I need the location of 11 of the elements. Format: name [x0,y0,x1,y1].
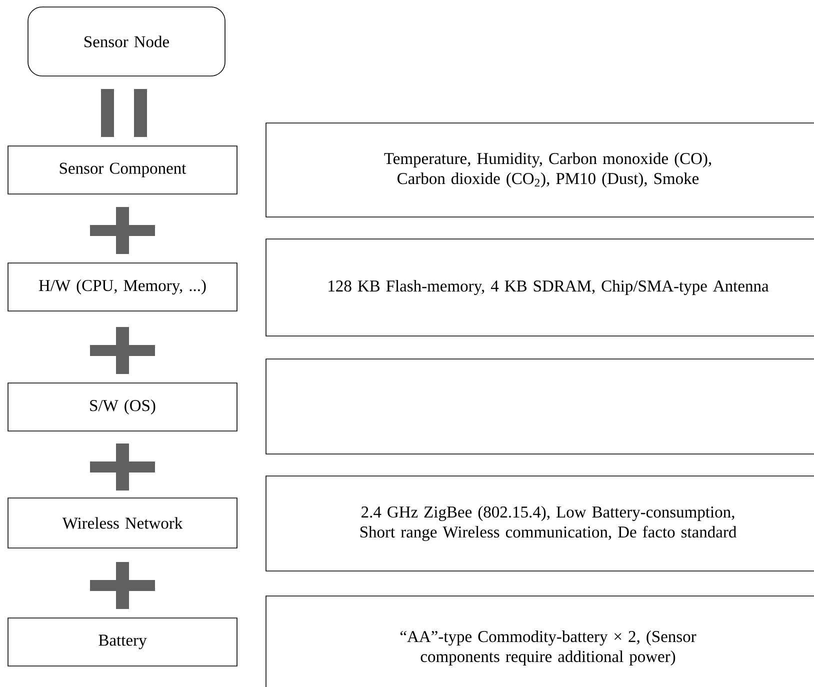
description-box: 128 KB Flash-memory, 4 KB SDRAM, Chip/SMA-type Antenna [266,238,814,336]
component-box: H/W (CPU, Memory, ...) [8,262,238,312]
description-box: “AA”-type Commodity-battery × 2, (Sensor components require additional power) [266,596,814,687]
component-box: Sensor Component [8,146,238,194]
component-box: Battery [8,618,238,666]
component-box: S/W (OS) [8,382,238,432]
description-box: 2.4 GHz ZigBee (802.15.4), Low Battery-consumption, Short range Wireless communication, De facto standard [266,476,814,572]
description-box [266,358,814,454]
rounded-box: Sensor Node [28,6,226,76]
component-box: Wireless Network [8,498,238,548]
description-box: Temperature, Humidity, Carbon monoxide (CO), Carbon dioxide (CO$_{2}$), PM10 (Dust), Smoke [266,122,814,218]
